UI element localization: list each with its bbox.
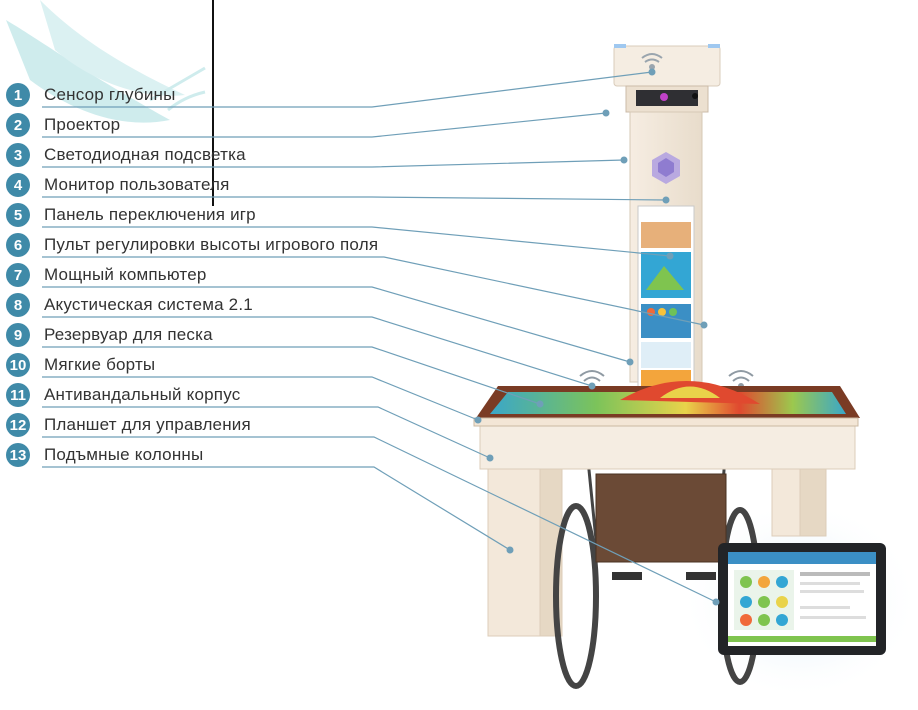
leader-line <box>42 316 593 387</box>
legend-label: Панель переключения игр <box>44 205 256 224</box>
legend-label: Подъмные колонны <box>44 445 204 464</box>
legend-item: 9 Резервуар для песка <box>6 322 213 348</box>
legend-label: Планшет для управления <box>44 415 251 434</box>
sand-tank <box>473 380 860 427</box>
number-badge: 3 <box>6 143 30 167</box>
leader-dot <box>662 196 670 204</box>
leader-line <box>42 466 511 551</box>
leader-line <box>42 112 607 138</box>
legend-label: Антивандальный корпус <box>44 385 241 404</box>
control-tablet <box>718 543 886 655</box>
legend-item: 10 Мягкие борты <box>6 352 155 378</box>
leader-line <box>42 226 671 257</box>
anti-vandal-housing <box>479 424 856 470</box>
leader-dot <box>626 358 634 366</box>
led-backlight-icon <box>652 152 680 184</box>
legend-label: Проектор <box>44 115 121 134</box>
legend-label: Мягкие борты <box>44 355 156 374</box>
legend-label: Монитор пользователя <box>44 175 230 194</box>
leader-dot <box>620 156 628 164</box>
number-badge: 11 <box>6 383 30 407</box>
user-monitor <box>637 205 695 389</box>
number-badge: 13 <box>6 443 30 467</box>
leader-dot <box>486 454 494 462</box>
legend-item: 6 Пульт регулировки высоты игрового поля <box>6 232 378 258</box>
leader-dot <box>666 252 674 260</box>
number-badge: 5 <box>6 203 30 227</box>
leader-dot <box>506 546 514 554</box>
leader-line <box>42 159 625 168</box>
legend-label: Мощный компьютер <box>44 265 207 284</box>
leader-line <box>42 256 705 326</box>
number-badge: 2 <box>6 113 30 137</box>
number-badge: 9 <box>6 323 30 347</box>
leader-dot <box>536 400 544 408</box>
leader-line <box>42 346 541 405</box>
leader-dot <box>602 109 610 117</box>
number-badge: 12 <box>6 413 30 437</box>
leader-dot <box>700 321 708 329</box>
leader-line <box>42 196 667 201</box>
number-badge: 7 <box>6 263 30 287</box>
legend-item: 1 Сенсор глубины <box>6 82 176 108</box>
legend-label: Сенсор глубины <box>44 85 176 104</box>
leader-line <box>42 71 653 108</box>
legend-label: Акустическая система 2.1 <box>44 295 253 314</box>
leader-dot <box>474 416 482 424</box>
legend-item: 2 Проектор <box>6 112 120 138</box>
leader-dot <box>648 68 656 76</box>
number-badge: 8 <box>6 293 30 317</box>
legend-label: Пульт регулировки высоты игрового поля <box>44 235 379 254</box>
number-badge: 6 <box>6 233 30 257</box>
leader-line <box>42 286 631 363</box>
leader-endpoints <box>474 68 720 606</box>
number-badge: 1 <box>6 83 30 107</box>
number-badge: 10 <box>6 353 30 377</box>
legend-item: 11 Антивандальный корпус <box>6 382 240 408</box>
leader-lines <box>42 71 717 603</box>
legend-item: 12 Планшет для управления <box>6 412 251 438</box>
legend-item: 5 Панель переключения игр <box>6 202 256 228</box>
leader-line <box>42 436 717 603</box>
leader-dot <box>712 598 720 606</box>
legend-label: Резервуар для песка <box>44 325 213 344</box>
depth-sensor-box <box>613 44 721 113</box>
legend-item: 13 Подъмные колонны <box>6 442 203 468</box>
wifi-icon <box>728 370 754 389</box>
number-badge: 4 <box>6 173 30 197</box>
legend-item: 3 Светодиодная подсветка <box>6 142 246 168</box>
legend-item: 7 Мощный компьютер <box>6 262 207 288</box>
leader-line <box>42 406 491 459</box>
leader-dot <box>588 382 596 390</box>
leader-line <box>42 376 479 421</box>
legend-item: 8 Акустическая система 2.1 <box>6 292 253 318</box>
legend-item: 4 Монитор пользователя <box>6 172 230 198</box>
leaf-decoration-icon <box>6 0 206 123</box>
legend-label: Светодиодная подсветка <box>44 145 246 164</box>
